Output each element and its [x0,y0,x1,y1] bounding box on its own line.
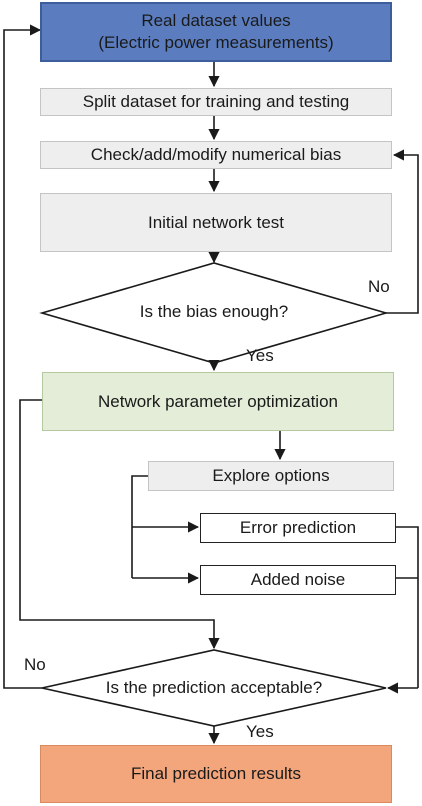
optimization-label: Network parameter optimization [98,391,338,411]
bias-no-label: No [368,277,390,296]
error-prediction-label: Error prediction [239,518,357,537]
arrow-prediction-no-loop [3,24,42,689]
real-dataset-line1: Real dataset values [141,11,291,30]
line-error-to-decision [396,526,419,688]
initial-test-box: Initial network test [40,193,392,252]
explore-options-box: Explore options [148,461,394,491]
bias-yes-label: Yes [246,346,274,365]
final-results-box: Final prediction results [40,745,392,803]
real-dataset-box: Real dataset values (Electric power meas… [40,2,392,62]
check-bias-label: Check/add/modify numerical bias [90,145,342,164]
real-dataset-line2: (Electric power measurements) [98,33,334,52]
prediction-decision-diamond [41,649,387,727]
arrow-optimization-to-decision [19,399,220,650]
bias-decision-label: Is the bias enough? [139,302,289,321]
prediction-yes-label: Yes [246,722,274,741]
arrow-bias-no-loop [386,149,419,314]
split-dataset-box: Split dataset for training and testing [40,88,392,116]
optimization-box: Network parameter optimization [42,372,394,431]
prediction-no-label: No [24,655,46,674]
prediction-decision-label: Is the prediction acceptable? [105,678,323,697]
final-results-label: Final prediction results [130,764,302,783]
line-explore-branch [131,475,148,578]
check-bias-box: Check/add/modify numerical bias [40,141,392,169]
initial-test-label: Initial network test [147,212,285,232]
explore-options-label: Explore options [212,466,330,485]
added-noise-label: Added noise [250,570,346,589]
added-noise-box: Added noise [200,565,396,595]
error-prediction-box: Error prediction [200,513,396,543]
split-dataset-label: Split dataset for training and testing [82,92,350,111]
